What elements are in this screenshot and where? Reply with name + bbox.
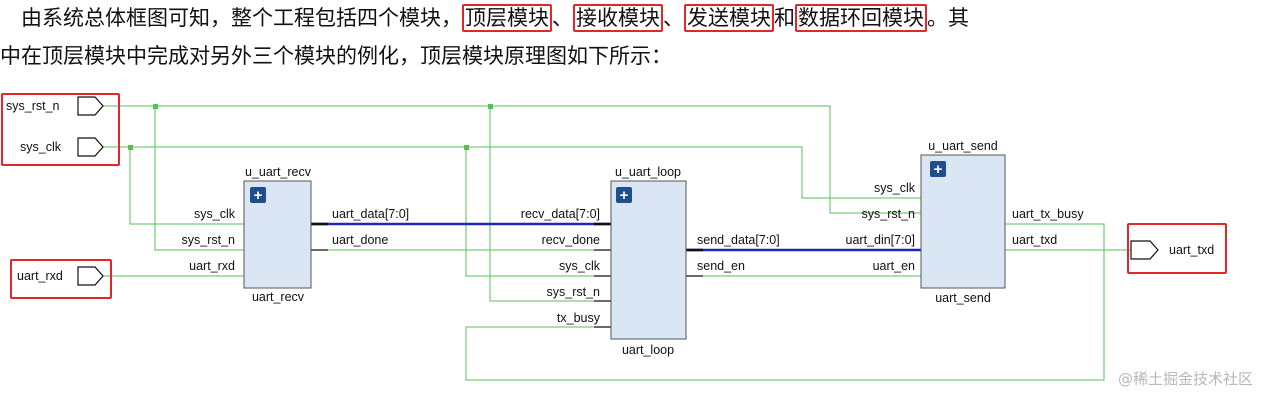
module-loop[interactable]: + (610, 180, 687, 340)
port-label-sys-rst-n: sys_rst_n (6, 99, 60, 113)
highlighted-term: 接收模块 (573, 4, 663, 32)
intro-text-segment: 。其 (927, 6, 969, 30)
loop-pin-label: send_en (697, 259, 745, 273)
port-label-uart-rxd: uart_rxd (17, 269, 63, 283)
recv-pin-label: uart_done (332, 233, 388, 247)
highlighted-term: 顶层模块 (462, 4, 552, 32)
intro-text-segment: 由系统总体框图可知，整个工程包括四个模块， (0, 6, 462, 30)
highlight-box-inputs (1, 93, 120, 166)
loop-pin-label: sys_rst_n (547, 285, 601, 299)
expand-plus-icon: + (934, 161, 943, 178)
highlighted-term: 发送模块 (684, 4, 774, 32)
intro-line-2: 中在顶层模块中完成对另外三个模块的例化，顶层模块原理图如下所示： (0, 44, 672, 68)
loop-pin-label: sys_clk (559, 259, 601, 273)
io-port-shapes (77, 96, 1159, 286)
send-pin-label: uart_en (873, 259, 915, 273)
loop-pin-label: recv_data[7:0] (521, 207, 600, 221)
recv-instance-name: u_uart_recv (245, 165, 312, 179)
recv-type-name: uart_recv (252, 290, 305, 304)
port-label-uart-txd: uart_txd (1169, 243, 1214, 257)
loop-pin-label: recv_done (542, 233, 600, 247)
send-instance-name: u_uart_send (928, 139, 998, 153)
send-type-name: uart_send (935, 291, 991, 305)
highlight-box-uart-txd (1127, 223, 1227, 274)
expand-plus-icon: + (620, 187, 629, 204)
port-uart-rxd-shape (77, 266, 104, 286)
watermark: @稀土掘金技术社区 (1117, 370, 1253, 388)
port-sys-clk-shape (77, 137, 104, 157)
port-sys-rst-n-shape (77, 96, 104, 116)
send-pin-label: uart_txd (1012, 233, 1057, 247)
intro-line-1: 由系统总体框图可知，整个工程包括四个模块，顶层模块、接收模块、发送模块和数据环回… (0, 4, 969, 32)
recv-pin-label: sys_rst_n (182, 233, 236, 247)
recv-pin-label: sys_clk (194, 207, 236, 221)
highlight-box-uart-rxd (10, 259, 112, 299)
highlighted-term: 数据环回模块 (795, 4, 927, 32)
send-pin-label: uart_tx_busy (1012, 207, 1084, 221)
loop-pin-label: send_data[7:0] (697, 233, 780, 247)
intro-text-segment: 、 (663, 6, 684, 30)
wire-nets (103, 105, 1131, 381)
recv-pin-label: uart_rxd (189, 259, 235, 273)
bus-nets (311, 222, 938, 252)
loop-type-name: uart_loop (622, 343, 674, 357)
port-label-sys-clk: sys_clk (20, 140, 62, 154)
module-recv[interactable]: + (243, 180, 312, 289)
expand-plus-icon: + (254, 187, 263, 204)
loop-pin-label: tx_busy (557, 311, 601, 325)
intro-text-segment: 和 (774, 6, 795, 30)
send-pin-label: sys_rst_n (862, 207, 916, 221)
loop-instance-name: u_uart_loop (615, 165, 681, 179)
port-uart-txd-shape (1130, 240, 1159, 260)
send-pin-label: sys_clk (874, 181, 916, 195)
module-send[interactable]: + (920, 154, 1006, 289)
send-pin-label: uart_din[7:0] (846, 233, 916, 247)
junction-dots (128, 104, 493, 150)
intro-text-segment: 、 (552, 6, 573, 30)
recv-pin-label: uart_data[7:0] (332, 207, 409, 221)
